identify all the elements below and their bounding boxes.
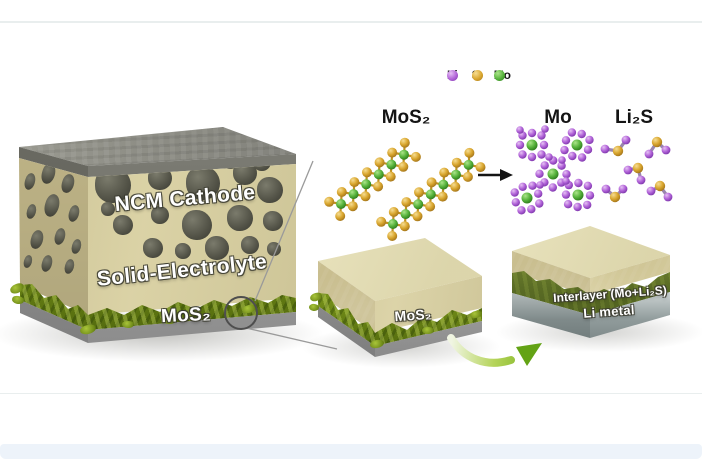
leaf	[308, 303, 320, 312]
li2s-molecules	[600, 135, 673, 203]
cathode-label: NCM Cathode	[113, 180, 257, 217]
atom-legend: Li S Mo	[447, 68, 511, 82]
legend-item-li: Li	[447, 68, 458, 82]
ncm-particle	[205, 236, 229, 260]
ncm-particle	[222, 164, 238, 169]
figure-canvas: Li S Mo MoS₂ Mo Li₂S	[0, 23, 702, 393]
ncm-particle	[143, 238, 163, 258]
legend-item-mo: Mo	[493, 68, 511, 82]
ncm-particle	[186, 166, 220, 200]
ncm-particle	[38, 161, 58, 185]
footer-band	[0, 444, 702, 459]
ncm-particle	[63, 257, 77, 275]
ncm-particle	[25, 202, 39, 220]
ncm-particle	[28, 228, 46, 250]
s-atom-icon	[471, 69, 483, 81]
ncm-particle	[241, 236, 259, 254]
leaf	[309, 291, 323, 303]
ncm-particle	[22, 171, 38, 191]
mos2-molecule-title: MoS₂	[381, 107, 431, 128]
ncm-particle	[41, 192, 63, 220]
ncm-particle	[257, 177, 283, 203]
bottom-divider	[0, 393, 702, 394]
ncm-particle	[101, 202, 115, 216]
li-atom-icon	[447, 69, 458, 81]
ncm-particle	[39, 253, 55, 273]
ncm-particle	[263, 211, 283, 231]
ncm-particle	[151, 206, 169, 224]
ncm-particle	[233, 164, 257, 185]
mo-atom-icon	[493, 69, 505, 81]
floor-shadow	[0, 305, 330, 363]
leaf	[11, 294, 25, 306]
mos2-coating-label: MoS₂	[393, 305, 432, 325]
ncm-particle	[227, 205, 253, 231]
ncm-particle	[70, 237, 84, 255]
legend-item-s: S	[471, 68, 483, 82]
mo-product-title: Mo	[544, 107, 572, 128]
leaf	[8, 281, 26, 296]
ncm-particle	[66, 203, 82, 223]
li2s-product-title: Li₂S	[615, 107, 653, 128]
ncm-particle	[148, 166, 172, 190]
ncm-particle	[113, 215, 133, 235]
ncm-particle	[267, 242, 281, 256]
ncm-particle	[253, 164, 271, 171]
ncm-particle	[182, 210, 212, 240]
ncm-particle	[175, 243, 191, 259]
ncm-particle	[59, 172, 77, 194]
ncm-particle	[95, 167, 131, 203]
mo-clusters	[510, 125, 595, 215]
floor-shadow	[298, 325, 504, 369]
floor-shadow	[492, 311, 702, 353]
ncm-particle	[168, 164, 182, 168]
interlayer-label: Interlayer (Mo+Li₂S)	[552, 283, 668, 305]
ncm-particle	[123, 164, 141, 174]
ncm-particle	[52, 226, 68, 246]
reaction-arrow	[478, 169, 513, 181]
ncm-particle	[22, 253, 34, 269]
electrolyte-label: Solid-Electrolyte	[95, 250, 269, 291]
leaf	[469, 310, 483, 319]
mos2-chains	[324, 137, 486, 241]
top-divider	[0, 21, 702, 23]
